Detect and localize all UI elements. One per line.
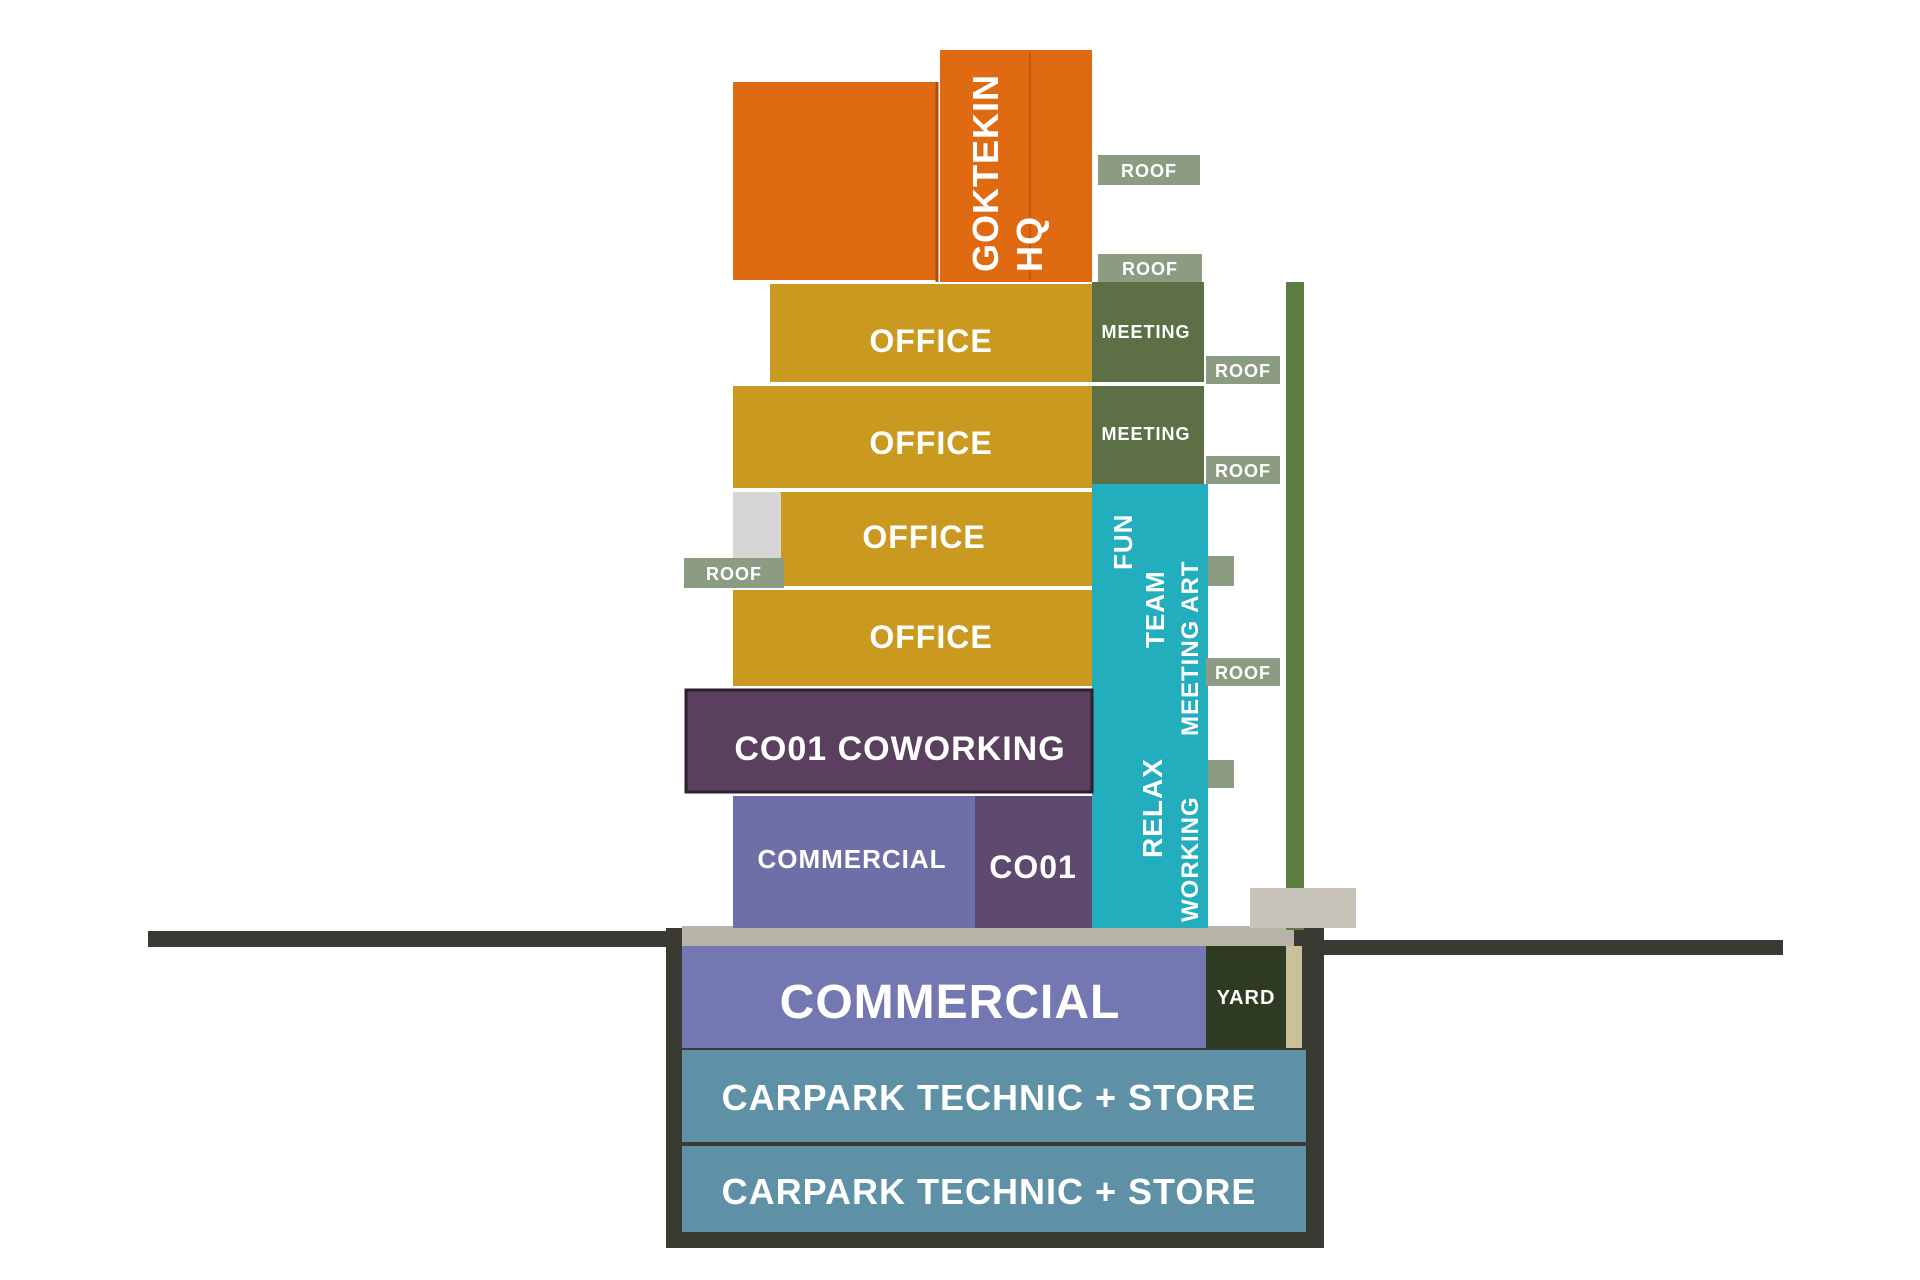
office-block-4 xyxy=(733,590,1092,686)
meeting-block-2 xyxy=(1092,386,1204,484)
carpark-label-1: CARPARK TECHNIC + STORE xyxy=(722,1077,1257,1118)
meeting-label-1: MEETING xyxy=(1101,322,1190,342)
entrance-steps xyxy=(1250,888,1356,928)
roof-tag-3 xyxy=(1206,356,1280,384)
roof-label-3: ROOF xyxy=(1215,361,1271,381)
coworking-label: CO01 COWORKING xyxy=(734,730,1065,768)
meeting-block-1 xyxy=(1092,282,1204,382)
roof-tag-6 xyxy=(1206,658,1280,686)
coworking-block xyxy=(684,688,1094,794)
office-block-2 xyxy=(733,386,1092,488)
co01-label: CO01 xyxy=(989,849,1077,885)
roof-tag-4 xyxy=(1206,456,1280,484)
headquarters-block-left xyxy=(733,82,937,280)
yard-planting xyxy=(1286,946,1302,1048)
green-wall xyxy=(1286,282,1304,930)
goktekin-label: GOKTEKIN xyxy=(965,74,1006,272)
roof-label-2: ROOF xyxy=(1122,259,1178,279)
carpark-label-2: CARPARK TECHNIC + STORE xyxy=(722,1171,1257,1212)
office-label-2: OFFICE xyxy=(869,425,992,461)
office-block-1 xyxy=(770,284,1092,382)
headquarters-block-tower xyxy=(940,50,1092,282)
basement-slab xyxy=(682,926,1294,946)
commercial-basement-block xyxy=(682,946,1206,1048)
commercial-basement-label: COMMERCIAL xyxy=(780,976,1121,1029)
yard-block xyxy=(1206,946,1286,1048)
roof-label-6: ROOF xyxy=(1215,663,1271,683)
roof-label-4: ROOF xyxy=(1215,461,1271,481)
office-block-3 xyxy=(781,492,1092,586)
planter-2 xyxy=(1208,760,1234,788)
planter-1 xyxy=(1208,556,1234,586)
carpark-block-2 xyxy=(682,1146,1306,1232)
carpark-block-1 xyxy=(682,1050,1306,1142)
fun-label: FUN xyxy=(1108,514,1138,570)
commercial-upper-block xyxy=(733,796,975,928)
working-label: WORKING xyxy=(1177,796,1204,922)
hq-label: HQ xyxy=(1009,216,1050,272)
co01-block xyxy=(975,796,1092,928)
fun-team-block xyxy=(1092,484,1208,928)
roof-tag-5 xyxy=(684,558,784,588)
roof-label-5: ROOF xyxy=(706,564,762,584)
yard-label: YARD xyxy=(1217,987,1276,1009)
relax-label: RELAX xyxy=(1137,758,1168,858)
commercial-upper-label: COMMERCIAL xyxy=(757,844,946,874)
meeting-art-label: MEETING ART xyxy=(1177,561,1204,736)
roof-label-1: ROOF xyxy=(1121,161,1177,181)
ground-line xyxy=(148,931,1783,955)
roof-tag-2 xyxy=(1098,254,1202,282)
team-label: TEAM xyxy=(1140,570,1170,648)
roof-tag-1 xyxy=(1098,155,1200,185)
office-label-3: OFFICE xyxy=(862,519,985,555)
office-label-1: OFFICE xyxy=(869,323,992,359)
office-label-4: OFFICE xyxy=(869,619,992,655)
meeting-label-2: MEETING xyxy=(1101,424,1190,444)
